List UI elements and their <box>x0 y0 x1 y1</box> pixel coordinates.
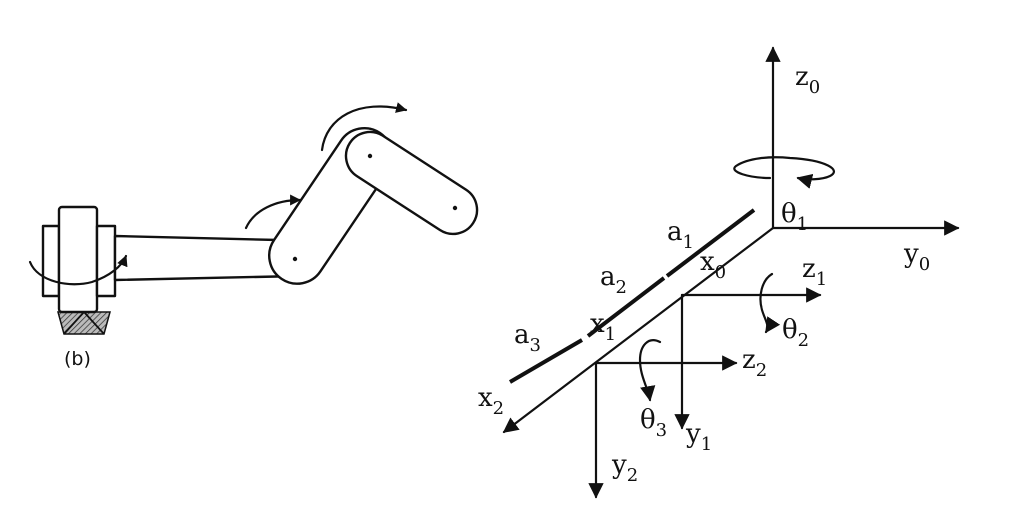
label-x1: x1 <box>590 309 616 345</box>
label-a3: a3 <box>514 320 541 356</box>
wrist-joint <box>367 153 373 159</box>
third-link <box>344 130 479 236</box>
label-theta1: θ1 <box>781 199 808 235</box>
left-flange <box>41 224 61 298</box>
theta2-rotation-arrow <box>759 272 781 334</box>
theta3-rotation-arrow <box>638 339 662 402</box>
a1-link-bar <box>665 208 756 278</box>
figure-caption: (b) <box>64 348 91 370</box>
label-x2: x2 <box>478 383 504 419</box>
a2-link-bar <box>586 276 666 338</box>
shoulder-hub <box>57 205 99 314</box>
right-flange <box>95 224 117 298</box>
label-z2: z2 <box>742 345 767 381</box>
x2-axis <box>502 226 775 434</box>
a3-link-bar <box>508 338 584 384</box>
label-x0: x0 <box>700 247 726 283</box>
label-y0: y0 <box>903 239 930 275</box>
robot-arm-sketch: (b) <box>28 102 479 370</box>
end-point <box>452 205 458 211</box>
label-z0: z0 <box>795 62 820 98</box>
elbow-joint <box>292 256 298 262</box>
label-theta2: θ2 <box>782 315 809 351</box>
theta1-rotation-arrow <box>733 156 836 189</box>
label-a2: a2 <box>600 262 627 298</box>
label-y1: y1 <box>685 419 712 455</box>
wrist-rotation-arrow <box>320 102 408 152</box>
label-y2: y2 <box>611 450 638 486</box>
elbow-rotation-arrow <box>244 194 302 230</box>
label-theta3: θ3 <box>640 405 667 441</box>
coordinate-frames-diagram: z0 y0 θ1 a1 x0 z1 a2 θ2 x1 a3 z2 x2 θ3 y… <box>478 46 960 499</box>
label-z1: z1 <box>802 254 827 290</box>
label-a1: a1 <box>667 217 694 253</box>
base-rotation-arrow <box>28 254 128 286</box>
